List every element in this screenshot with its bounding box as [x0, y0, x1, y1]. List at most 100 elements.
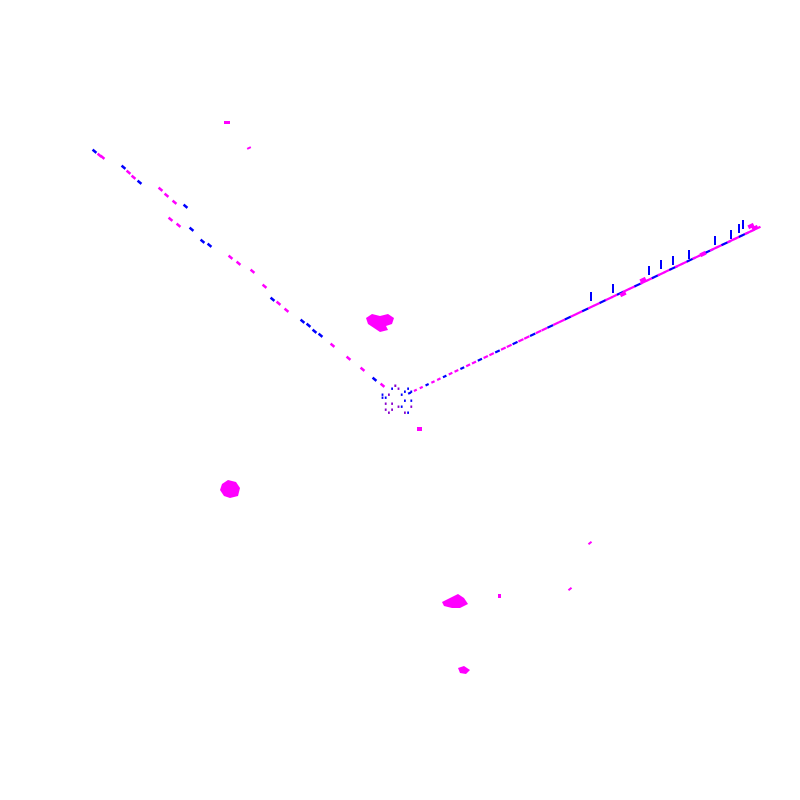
point-mark — [541, 326, 548, 332]
point-mark — [612, 284, 614, 293]
magenta-blobs — [220, 314, 470, 674]
point-mark — [91, 148, 98, 154]
point-mark — [404, 399, 406, 402]
isolated-specks — [224, 121, 593, 598]
point-mark — [371, 376, 378, 382]
point-mark — [167, 216, 174, 222]
point-mark — [171, 199, 178, 205]
point-mark — [672, 256, 674, 265]
point-mark — [163, 192, 170, 198]
point-mark — [404, 411, 406, 414]
point-mark — [275, 300, 282, 306]
blob-bottom — [458, 666, 470, 674]
point-mark — [384, 408, 387, 411]
blob-left — [220, 480, 240, 498]
point-mark — [494, 349, 501, 354]
point-mark — [391, 387, 393, 390]
point-mark — [714, 236, 716, 245]
point-mark — [517, 338, 524, 343]
point-mark — [639, 276, 647, 284]
point-mark — [619, 290, 627, 298]
point-mark — [410, 405, 413, 408]
point-mark — [413, 388, 418, 392]
point-mark — [400, 405, 403, 408]
point-mark — [345, 355, 352, 361]
point-mark — [523, 335, 530, 340]
point-mark — [394, 384, 397, 387]
point-mark — [381, 393, 384, 396]
right-diagonal-streak — [407, 220, 761, 395]
point-mark — [407, 411, 409, 414]
blob-bottom-center — [442, 594, 468, 608]
point-mark — [384, 396, 387, 399]
point-mark — [459, 366, 465, 370]
point-mark — [570, 312, 578, 318]
point-mark — [410, 390, 413, 393]
point-mark — [261, 283, 268, 289]
point-mark — [397, 387, 400, 390]
point-mark — [136, 179, 143, 185]
point-mark — [388, 393, 390, 396]
point-mark — [227, 254, 234, 260]
point-mark — [660, 260, 662, 269]
point-mark — [747, 222, 755, 230]
point-mark — [206, 242, 213, 248]
point-mark — [430, 380, 436, 384]
speck — [498, 594, 501, 598]
point-mark — [751, 224, 759, 232]
point-mark — [590, 292, 592, 301]
speck — [567, 586, 573, 592]
point-mark — [283, 307, 290, 313]
point-mark — [381, 396, 384, 399]
point-mark — [552, 321, 560, 326]
point-mark — [454, 369, 459, 373]
point-mark — [329, 342, 336, 348]
point-mark — [400, 393, 403, 396]
point-mark — [120, 164, 127, 170]
point-mark — [125, 169, 132, 175]
point-mark — [269, 296, 276, 302]
point-mark — [317, 332, 324, 338]
point-mark — [130, 174, 137, 180]
point-mark — [305, 322, 312, 328]
point-mark — [182, 203, 189, 209]
point-mark — [465, 363, 471, 368]
point-mark — [391, 408, 393, 411]
point-mark — [436, 377, 441, 381]
point-mark — [391, 402, 393, 405]
point-mark — [379, 382, 386, 388]
point-mark — [388, 411, 390, 414]
point-mark — [575, 310, 584, 315]
point-mark — [384, 402, 387, 405]
point-mark — [157, 186, 164, 192]
point-mark — [188, 226, 195, 232]
left-diagonal-streak — [91, 148, 386, 388]
point-mark — [738, 224, 740, 233]
point-mark — [442, 374, 447, 379]
point-mark — [471, 360, 477, 365]
center-cluster — [381, 384, 413, 414]
point-mark — [581, 307, 590, 313]
point-mark — [599, 298, 607, 304]
point-mark — [688, 250, 690, 259]
point-mark — [512, 340, 518, 346]
point-mark — [587, 304, 596, 310]
speck — [587, 540, 593, 546]
point-mark — [610, 293, 619, 299]
point-mark — [558, 318, 566, 324]
point-mark — [448, 371, 453, 376]
point-mark — [407, 387, 409, 390]
point-mark — [488, 352, 495, 357]
point-mark — [311, 328, 318, 334]
point-mark — [410, 399, 413, 402]
point-mark — [506, 343, 513, 348]
point-mark — [425, 383, 430, 387]
point-mark — [404, 390, 406, 393]
point-mark — [742, 220, 744, 229]
speck — [246, 146, 252, 150]
point-mark — [535, 329, 542, 335]
point-mark — [546, 324, 554, 329]
point-mark — [730, 230, 732, 239]
